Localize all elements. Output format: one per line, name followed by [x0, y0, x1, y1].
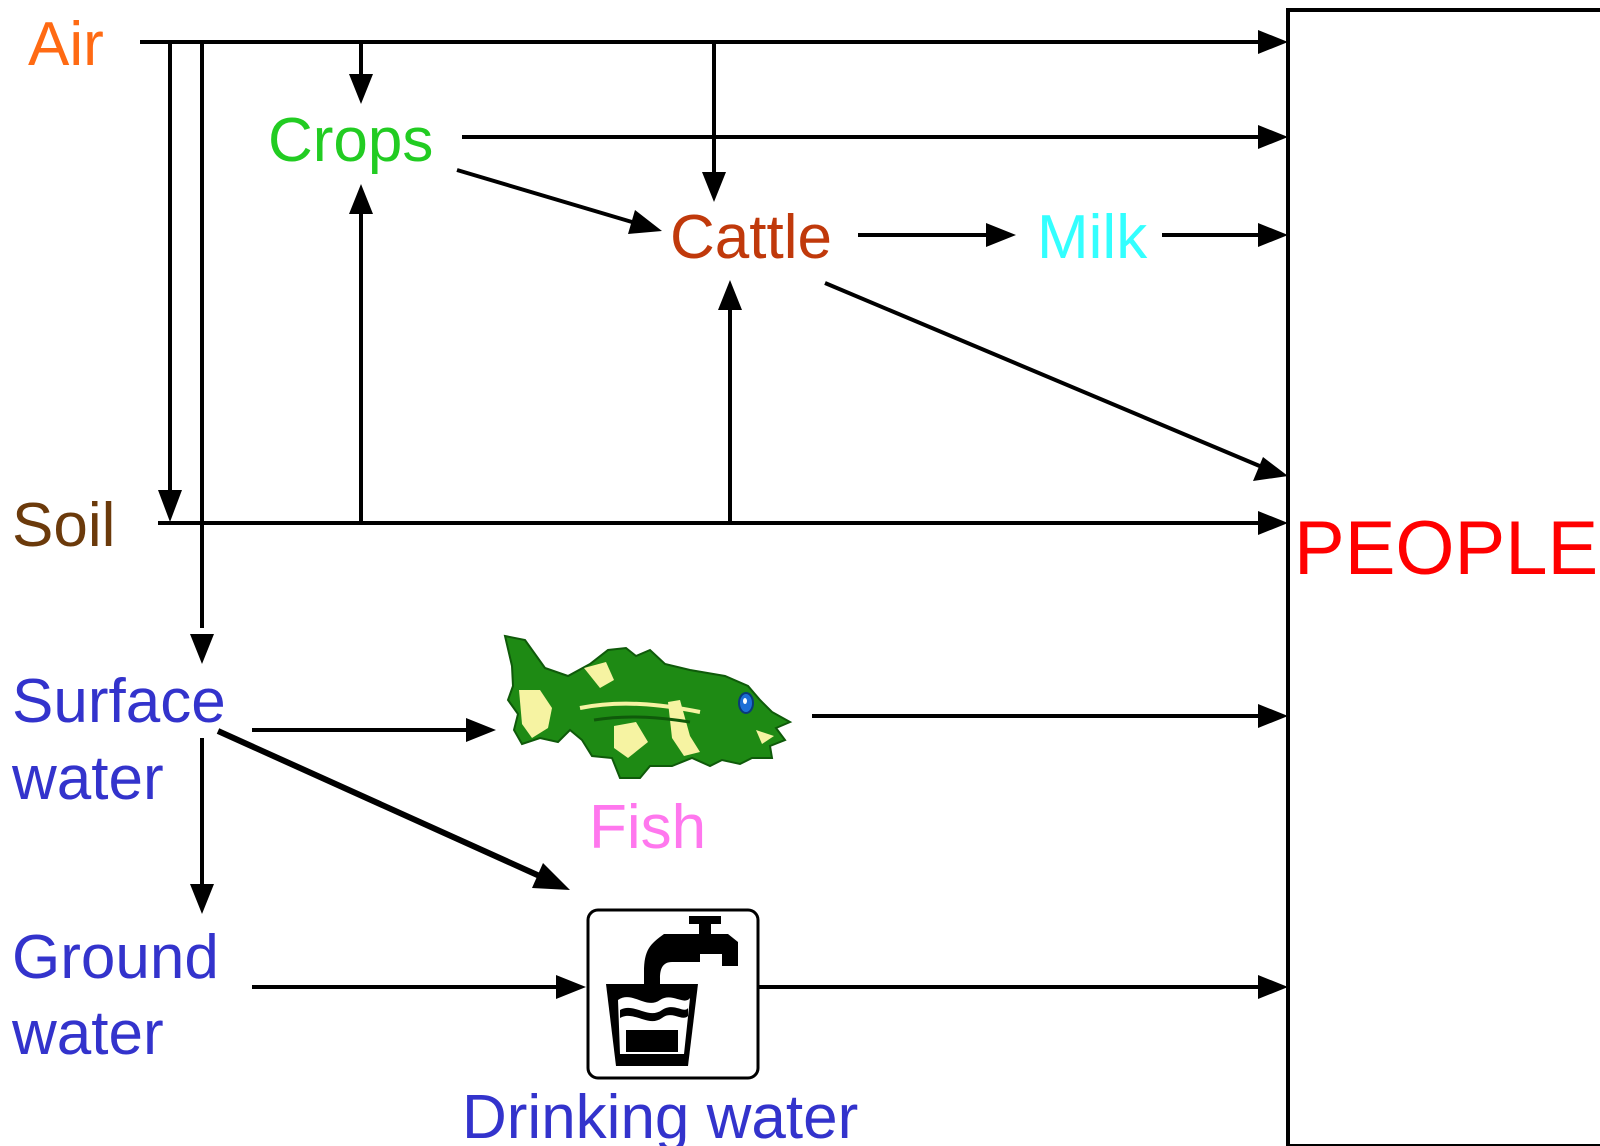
arrowhead-drinking-people — [1258, 975, 1288, 999]
arrowhead-crops-cattle — [628, 210, 662, 234]
arrow-crops-cattle — [456, 168, 633, 224]
arrowhead-air-cattle — [702, 172, 726, 202]
node-drinking-water: Drinking water — [462, 1083, 858, 1146]
arrow-cattle-people — [824, 281, 1263, 469]
people-box — [1286, 8, 1600, 1146]
arrowhead-soil-cattle — [718, 280, 742, 310]
arrowhead-crops-people — [1258, 125, 1288, 149]
arrowhead-cattle-people — [1253, 457, 1288, 481]
arrowhead-surface-water-fish — [466, 718, 496, 742]
node-surface-water-line1: Surface — [12, 667, 226, 736]
node-milk: Milk — [1037, 203, 1148, 272]
arrowhead-air-surface-water — [190, 634, 214, 664]
arrowhead-surface-water-ground-water — [190, 884, 214, 914]
arrowhead-cattle-milk — [986, 223, 1016, 247]
node-cattle: Cattle — [670, 203, 832, 272]
node-ground-water-line1: Ground — [12, 923, 219, 992]
water-tap-glass-icon — [586, 908, 760, 1080]
node-crops: Crops — [268, 106, 433, 175]
arrowhead-air-soil — [158, 490, 182, 522]
node-ground-water-line2: water — [11, 999, 164, 1068]
node-people: PEOPLE — [1294, 506, 1598, 591]
node-air: Air — [28, 10, 104, 79]
node-fish: Fish — [589, 793, 706, 862]
arrowhead-soil-crops — [349, 184, 373, 214]
arrowhead-ground-water-drinking — [556, 975, 586, 999]
node-surface-water-line2: water — [11, 744, 164, 813]
arrowhead-air-people — [1258, 30, 1288, 54]
arrow-surface-water-drinking — [216, 728, 546, 881]
arrowhead-air-crops — [349, 74, 373, 104]
arrowhead-milk-people — [1258, 223, 1288, 247]
arrowhead-surface-water-drinking — [532, 863, 570, 890]
node-soil: Soil — [12, 491, 115, 560]
fish-icon — [503, 634, 793, 779]
arrowhead-fish-people — [1258, 704, 1288, 728]
arrowhead-soil-people — [1258, 511, 1288, 535]
